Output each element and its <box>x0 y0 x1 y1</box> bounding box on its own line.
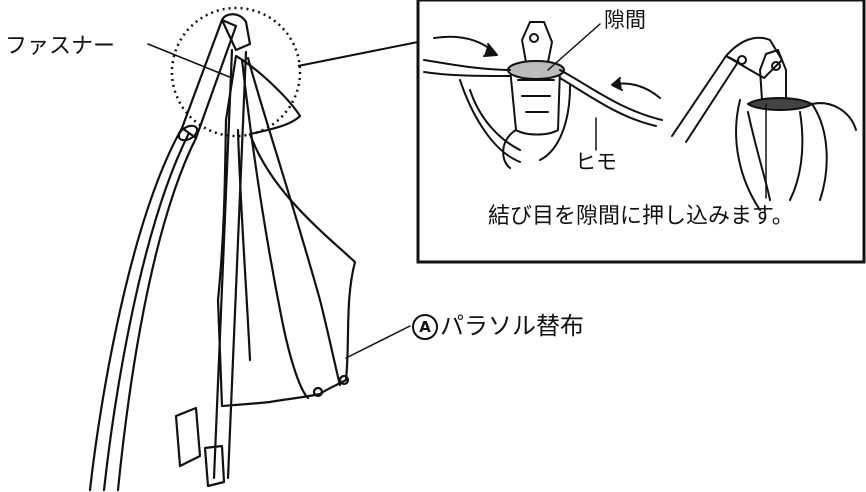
part-marker-a: A <box>412 314 438 340</box>
pole-foot <box>203 444 226 488</box>
knot <box>747 97 813 111</box>
canopy-fold-2 <box>240 58 310 400</box>
arm-joint <box>177 124 199 142</box>
arrowhead <box>483 43 498 57</box>
fastener-leader <box>147 43 233 79</box>
pole <box>212 48 248 480</box>
pole-clamp <box>174 406 202 468</box>
canopy-leader <box>345 325 411 359</box>
hub <box>220 13 252 52</box>
arm-inner-line <box>102 131 191 492</box>
instruction-text: 結び目を隙間に押し込みます。 <box>488 204 794 229</box>
string <box>423 59 663 127</box>
rib-tip <box>312 386 324 398</box>
canopy-fabric <box>216 54 357 408</box>
canopy-fold-3 <box>236 128 252 362</box>
gap-label: 隙間 <box>604 8 646 32</box>
detail-box <box>416 0 866 264</box>
magnify-connector <box>297 41 419 67</box>
string-label: ヒモ <box>575 150 617 174</box>
magnify-circle <box>170 6 302 138</box>
support-arm <box>88 126 198 492</box>
fastener-label: ファスナー <box>5 34 116 59</box>
gap-leader <box>547 23 601 71</box>
canopy-fold-1 <box>246 56 342 387</box>
fabric-right <box>735 99 828 211</box>
upper-arm <box>180 18 238 140</box>
canopy-label-text: パラソル替布 <box>440 312 584 340</box>
rib-tip <box>338 374 350 386</box>
